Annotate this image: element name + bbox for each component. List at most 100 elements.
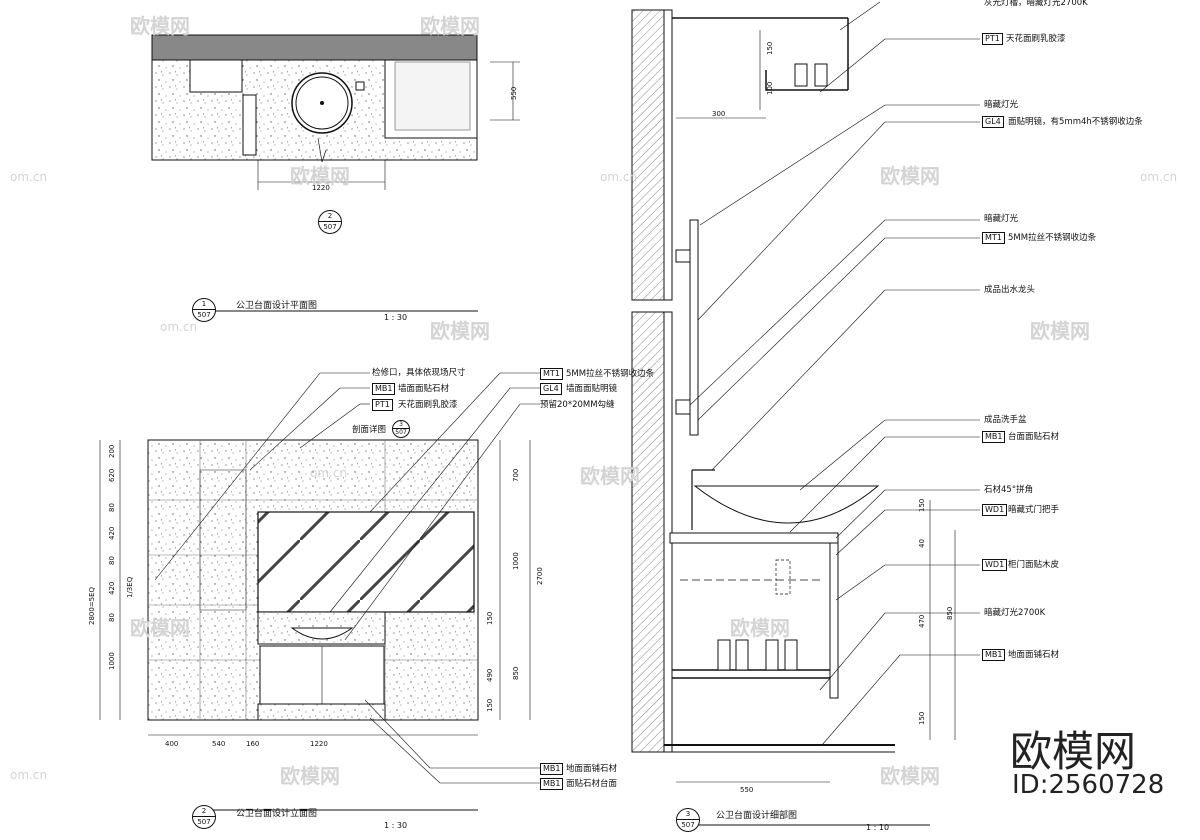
plan-scale: 1 : 30 (384, 313, 408, 322)
watermark-text: 欧模网 (130, 616, 190, 640)
detail-title: 公卫台面设计细部图 (716, 811, 798, 821)
detail-callout-text: 天花面刷乳胶漆 (1006, 34, 1066, 44)
detail-callout-tag: GL4 (982, 116, 1004, 128)
elev-dim-left: 200 (108, 444, 116, 458)
watermark-site: om.cn (160, 320, 198, 334)
detail-callout-tag: MT1 (982, 232, 1005, 244)
elev-dim-bottom: 540 (212, 740, 226, 748)
brand-id: ID:2560728 (1012, 770, 1165, 800)
elevation-view-drawing (99, 372, 540, 811)
elev-dim-left: 420 (108, 526, 116, 540)
detail-callout-text: 暗藏灯光2700K (984, 608, 1046, 618)
elev-dim-left: 80 (108, 503, 116, 512)
watermark-text: 欧模网 (1030, 319, 1090, 343)
detail-dim: 550 (740, 786, 754, 794)
detail-callout-text: 地面面铺石材 (1008, 650, 1060, 660)
watermark-text: 欧模网 (290, 164, 350, 188)
detail-callout-text: 暗藏灯光 (984, 100, 1019, 110)
elev-dim-right: 150 (486, 611, 494, 625)
elev-callout-access-panel: 检修口，具体依现场尺寸 (372, 368, 466, 378)
elev-callout-text: 墙面面贴石材 (398, 384, 450, 394)
detail-dim: 300 (712, 110, 726, 118)
elev-callout-text: 预留20*20MM勾缝 (540, 400, 615, 410)
elev-dim-left: 620 (108, 468, 116, 482)
detail-dim: 150 (766, 41, 774, 55)
detail-scale: 1 : 10 (866, 823, 890, 832)
elev-dim-bottom: 400 (165, 740, 179, 748)
detail-callout-text: 石材45°拼角 (984, 485, 1034, 495)
watermark-site: om.cn (1140, 170, 1178, 184)
elev-callout-text: 天花面刷乳胶漆 (398, 400, 458, 410)
elev-dim-bottom: 160 (246, 740, 260, 748)
plan-title: 公卫台面设计平面图 (236, 301, 318, 311)
detail-callout-tag: PT1 (982, 33, 1003, 45)
detail-dim: 100 (766, 81, 774, 95)
detail-dim: 850 (946, 606, 954, 620)
detail-callout-tag: MB1 (982, 649, 1006, 661)
watermark-text: 欧模网 (430, 319, 490, 343)
elev-callout-tag: GL4 (540, 383, 562, 395)
elev-callout-text: 墙面面贴明镜 (566, 384, 618, 394)
detail-dim: 470 (918, 614, 926, 628)
elev-dim-left: 1000 (108, 652, 116, 670)
watermark-site: om.cn (310, 466, 348, 480)
elev-title: 公卫台面设计立面图 (236, 809, 318, 819)
brand-logo-text: 欧模网 (1010, 727, 1137, 776)
elev-callout-tag: PT1 (372, 399, 393, 411)
elev-dim-right: 1000 (512, 552, 520, 570)
elev-dim-right: 700 (512, 468, 520, 482)
detail-dim: 150 (918, 711, 926, 725)
detail-view-drawing (631, 1, 980, 826)
plan-width-dim: 1220 (312, 184, 330, 192)
detail-callout-text: 台面面贴石材 (1008, 432, 1060, 442)
detail-callout-text: 5MM拉丝不锈钢收边条 (1008, 233, 1097, 243)
detail-callout-text: 暗藏式门把手 (1008, 505, 1060, 515)
elev-dim-bottom: 1220 (310, 740, 328, 748)
elev-callout-tag: MB1 (540, 763, 564, 775)
watermark-site: om.cn (10, 768, 48, 782)
watermark-site: om.cn (600, 170, 638, 184)
detail-callout-text: 成品洗手盆 (984, 415, 1027, 425)
detail-callout-text: 柜门面贴木皮 (1008, 560, 1060, 570)
elev-callout-tag: MT1 (540, 368, 563, 380)
elev-dim-left-sub: 1/3EQ (126, 576, 134, 598)
elev-dim-left: 420 (108, 581, 116, 595)
elev-callout-text: 5MM拉丝不锈钢收边条 (566, 369, 655, 379)
elev-callout-text: 面贴石材台面 (566, 779, 618, 789)
elev-dim-left: 80 (108, 613, 116, 622)
elev-section-label: 剖面详图 (352, 425, 387, 435)
watermark-text: 欧模网 (130, 14, 190, 38)
plan-view-drawing (151, 34, 520, 312)
detail-callout-text: 暗藏灯光 (984, 214, 1019, 224)
detail-dim: 40 (918, 539, 926, 548)
elev-dim-left: 80 (108, 556, 116, 565)
detail-callout-tag: WD1 (982, 559, 1008, 571)
elev-dim-right: 850 (512, 666, 520, 680)
elev-callout-tag: MB1 (372, 383, 396, 395)
elev-callout-tag: MB1 (540, 778, 564, 790)
watermark-text: 欧模网 (730, 616, 790, 640)
detail-callout-text: 灰光灯槽，暗藏灯光2700K (984, 0, 1088, 8)
detail-callout-tag: WD1 (982, 504, 1008, 516)
watermark-text: 欧模网 (580, 464, 640, 488)
elev-callout-text: 地面面铺石材 (566, 764, 618, 774)
detail-dim: 150 (918, 498, 926, 512)
elev-dim-right: 150 (486, 698, 494, 712)
watermark-text: 欧模网 (880, 764, 940, 788)
detail-callout-text: 面贴明镜，有5mm4h不锈钢收边条 (1008, 117, 1143, 127)
watermark-text: 欧模网 (280, 764, 340, 788)
watermark-site: om.cn (10, 170, 48, 184)
watermark-text: 欧模网 (880, 164, 940, 188)
detail-callout-text: 成品出水龙头 (984, 285, 1036, 295)
elev-dim-right-total: 2700 (536, 567, 544, 585)
elev-dim-right: 490 (486, 668, 494, 682)
watermark-text: 欧模网 (420, 14, 480, 38)
detail-callout-tag: MB1 (982, 431, 1006, 443)
plan-depth-dim: 550 (510, 86, 518, 100)
